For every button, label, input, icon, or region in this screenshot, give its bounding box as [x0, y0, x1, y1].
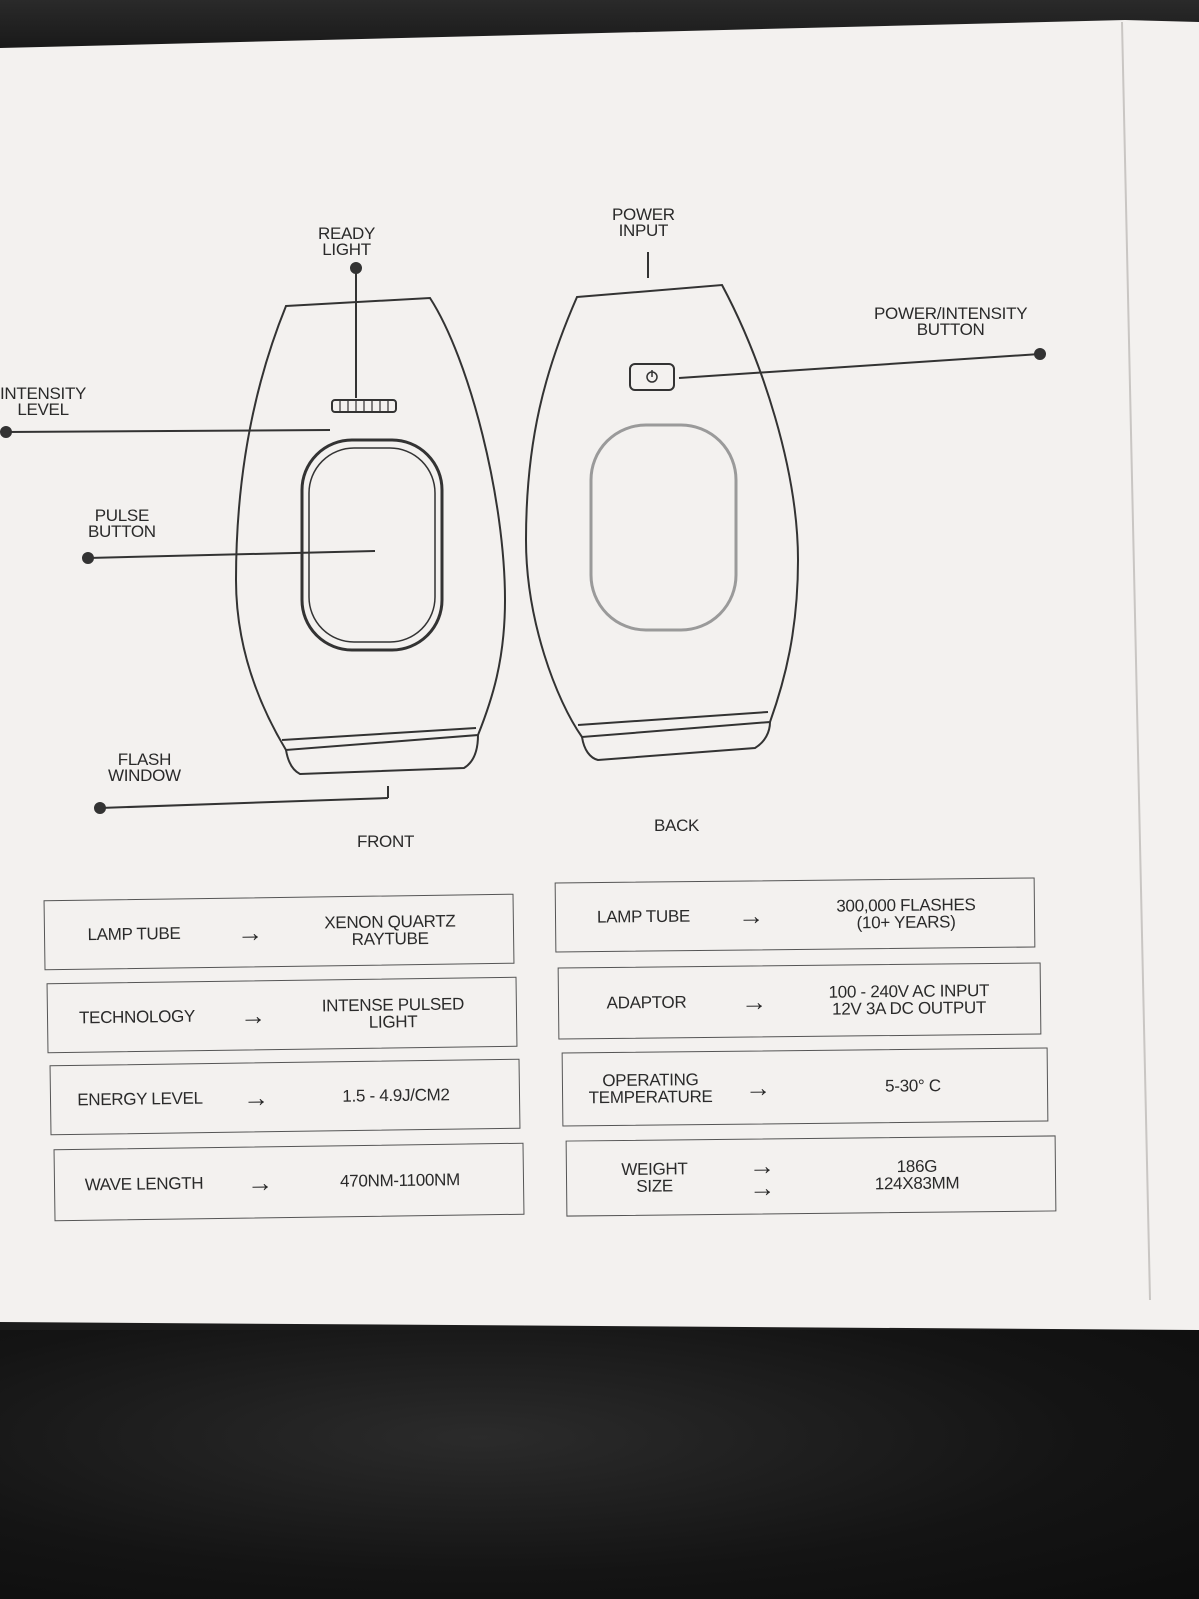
intensity-level-label: INTENSITY LEVEL [0, 384, 87, 419]
spec-key: LAMP TUBE [596, 906, 691, 927]
arrow-icon: → → [748, 1150, 776, 1203]
spec-row: ENERGY LEVEL → 1.5 - 4.9J/CM2 [49, 1058, 521, 1136]
spec-row: TECHNOLOGY → INTENSE PULSED LIGHT [46, 976, 518, 1054]
back-device-outline [524, 283, 800, 762]
spec-value: 186G 124X83MM [874, 1156, 960, 1194]
spec-key: TECHNOLOGY [78, 1006, 196, 1028]
spec-value: 5-30° C [885, 1076, 941, 1096]
power-input-label: POWER INPUT [612, 205, 675, 240]
spec-key: LAMP TUBE [87, 923, 181, 945]
spec-value: 300,000 FLASHES (10+ YEARS) [836, 895, 976, 933]
spec-value: XENON QUARTZ RAYTUBE [324, 911, 456, 949]
paper-sheet [0, 20, 1199, 1330]
spec-row: LAMP TUBE → XENON QUARTZ RAYTUBE [43, 893, 515, 971]
front-device-outline [234, 296, 507, 776]
pulse-button-label: PULSE BUTTON [88, 506, 156, 541]
spec-key: OPERATING TEMPERATURE [588, 1070, 713, 1108]
spec-key: WAVE LENGTH [84, 1173, 204, 1195]
arrow-icon: → [239, 1000, 267, 1031]
spec-value: 100 - 240V AC INPUT 12V 3A DC OUTPUT [828, 981, 990, 1019]
back-view-label: BACK [654, 816, 700, 835]
ready-light-label: READY LIGHT [318, 224, 376, 259]
arrow-icon: → [242, 1082, 270, 1113]
intensity-level-ticks [339, 401, 389, 411]
spec-row: ADAPTOR → 100 - 240V AC INPUT 12V 3A DC … [557, 962, 1042, 1040]
arrow-icon: → [737, 900, 765, 931]
spec-key: WEIGHT SIZE [621, 1159, 688, 1196]
power-intensity-button-label: POWER/INTENSITY BUTTON [874, 304, 1028, 339]
spec-value: INTENSE PULSED LIGHT [321, 994, 465, 1032]
arrow-icon: → [740, 986, 768, 1017]
flash-window-label: FLASH WINDOW [108, 750, 181, 785]
spec-key: ADAPTOR [606, 992, 687, 1013]
spec-row: OPERATING TEMPERATURE → 5-30° C [561, 1047, 1049, 1127]
arrow-icon: → [236, 917, 264, 948]
back-window-outline [589, 423, 738, 632]
paper-fold [1121, 21, 1151, 1301]
callout-lines [0, 252, 1046, 814]
spec-value: 470NM-1100NM [339, 1170, 461, 1191]
front-view-label: FRONT [357, 832, 415, 851]
spec-row: WAVE LENGTH → 470NM-1100NM [53, 1142, 525, 1222]
spec-row: LAMP TUBE → 300,000 FLASHES (10+ YEARS) [554, 877, 1036, 953]
arrow-icon: → [246, 1167, 274, 1198]
spec-row: WEIGHT SIZE → → 186G 124X83MM [565, 1135, 1057, 1217]
background-surface-bottom [0, 1330, 1199, 1599]
arrow-icon: → [744, 1072, 772, 1103]
spec-key: ENERGY LEVEL [77, 1088, 203, 1110]
spec-value: 1.5 - 4.9J/CM2 [342, 1085, 450, 1106]
